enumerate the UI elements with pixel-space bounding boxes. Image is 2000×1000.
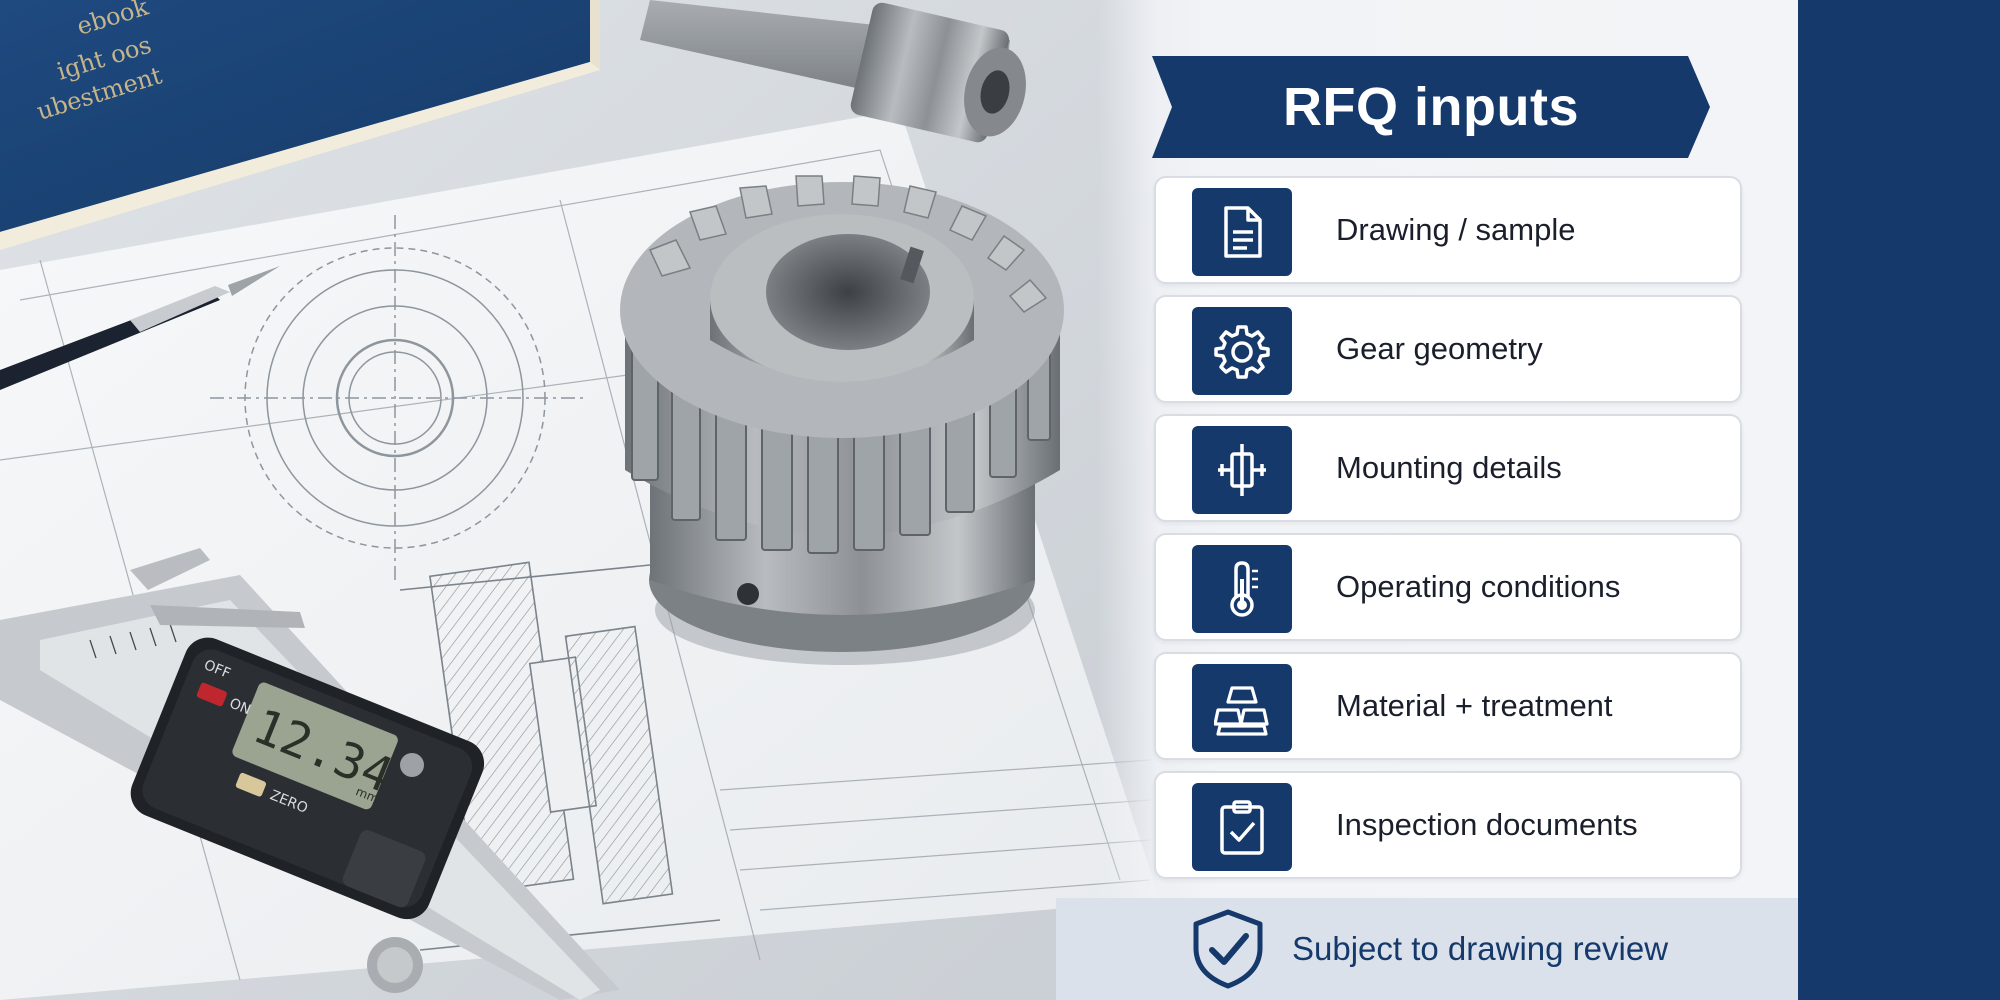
- clipboard-check-icon: [1192, 783, 1292, 871]
- footer-text: Subject to drawing review: [1292, 930, 1669, 967]
- page-title: RFQ inputs: [1283, 77, 1579, 137]
- caliper-on-label: ON: [227, 695, 253, 718]
- spline-shaft: [640, 0, 1026, 143]
- spur-gear: [620, 175, 1064, 665]
- list-item-drawing-sample: Drawing / sample: [1154, 176, 1742, 284]
- item-label: Drawing / sample: [1336, 212, 1576, 247]
- list-item-inspection-documents: Inspection documents: [1154, 771, 1742, 879]
- gear-icon: [1192, 307, 1292, 395]
- item-label: Material + treatment: [1336, 688, 1613, 723]
- title-banner: RFQ inputs: [1152, 56, 1710, 158]
- section-drawing: [399, 559, 721, 951]
- banner-shape: [1152, 56, 1710, 158]
- item-label: Mounting details: [1336, 450, 1562, 485]
- pen: [0, 266, 280, 390]
- shield-check-icon: [1190, 908, 1266, 995]
- rfq-input-list: Drawing / sample Gear geometry: [1154, 176, 1744, 890]
- gear-drawing: [210, 215, 585, 585]
- document-icon: [1192, 188, 1292, 276]
- list-item-material-treatment: Material + treatment: [1154, 652, 1742, 760]
- item-label: Inspection documents: [1336, 807, 1638, 842]
- footer-note: Subject to drawing review: [1056, 898, 1798, 1000]
- workbench-scene: ebook ight oos ubestment: [0, 0, 1200, 1000]
- list-item-mounting-details: Mounting details: [1154, 414, 1742, 522]
- product-photo: ebook ight oos ubestment: [0, 0, 1200, 1000]
- list-item-gear-geometry: Gear geometry: [1154, 295, 1742, 403]
- digital-caliper: 12.34 mm OFF ON ZERO: [0, 548, 620, 1000]
- item-label: Operating conditions: [1336, 569, 1621, 604]
- navy-side-band: [1798, 0, 2000, 1000]
- list-item-operating-conditions: Operating conditions: [1154, 533, 1742, 641]
- handbook: ebook ight oos ubestment: [0, 0, 600, 250]
- thermometer-icon: [1192, 545, 1292, 633]
- item-label: Gear geometry: [1336, 331, 1543, 366]
- mounting-icon: [1192, 426, 1292, 514]
- ingot-stack-icon: [1192, 664, 1292, 752]
